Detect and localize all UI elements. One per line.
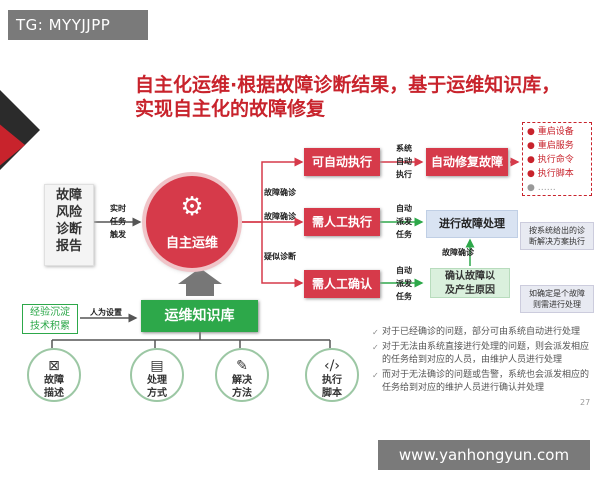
action-item: ● …… (527, 183, 556, 193)
note-solution: 按系统给出的诊断解决方案执行 (520, 222, 594, 250)
autonomous-ops-circle: ⚙ 自主运维 (146, 176, 238, 268)
fault-confirm-label: 故障确诊 (442, 248, 474, 257)
confirm-cause-box: 确认故障以 及产生原因 (430, 268, 510, 298)
branch-label-suspected: 疑似诊断 (264, 252, 296, 261)
manual-exec-box: 需人工执行 (304, 208, 380, 236)
bullet-item: 对于已经确诊的问题，部分可由系统自动进行处理 (372, 326, 594, 339)
resource-handling-method: ▤ 处理 方式 (130, 348, 184, 402)
page-title: 自主化运维·根据故障诊断结果，基于运维知识库， 实现自主化的故障修复 (135, 74, 561, 120)
page-number: 27 (580, 398, 591, 407)
resource-fault-desc: ⊠ 故障 描述 (27, 348, 81, 402)
experience-box: 经验沉淀 技术积累 (22, 304, 78, 334)
bullet-item: 对于无法由系统直接进行处理的问题，则会派发相应的任务给到对应的人员，由维护人员进… (372, 341, 594, 367)
realtime-trigger-label: 实时 任务 触发 (110, 204, 126, 239)
auto-exec-side-label: 系统自动执行 (396, 144, 412, 179)
manual-exec-side-label: 自动派发任务 (396, 204, 412, 239)
bullet-item: 而对于无法确诊的问题或告警，系统也会派发相应的任务给到对应的维护人员进行确认并处… (372, 369, 594, 395)
action-item: ● 重启服务 (527, 141, 574, 151)
fault-icon: ⊠ (48, 358, 60, 374)
branch-label-confirmed-2: 故障确诊 (264, 212, 296, 221)
watermark-bottom: www.yanhongyun.com (378, 440, 590, 470)
watermark-top: TG: MYYJJPP (8, 10, 148, 40)
action-item: ● 执行脚本 (527, 169, 574, 179)
gear-wrench-icon: ⚙ (180, 192, 204, 222)
action-list: ● 重启设备 ● 重启服务 ● 执行命令 ● 执行脚本 ● …… (522, 122, 592, 196)
wrench-icon: ✎ (236, 358, 248, 374)
auto-exec-box: 可自动执行 (304, 148, 380, 176)
auto-fix-box: 自动修复故障 (426, 148, 508, 176)
code-icon: ‹/› (324, 358, 340, 374)
manual-confirm-side-label: 自动派发任务 (396, 266, 412, 301)
fault-handling-box: 进行故障处理 (426, 210, 518, 238)
resource-script: ‹/› 执行 脚本 (305, 348, 359, 402)
resource-solution: ✎ 解决 方法 (215, 348, 269, 402)
knowledge-base-box: 运维知识库 (141, 300, 258, 332)
action-item: ● 执行命令 (527, 155, 574, 165)
document-icon: ▤ (150, 358, 164, 374)
action-item: ● 重启设备 (527, 127, 574, 137)
risk-report-box: 故障 风险 诊断 报告 (44, 184, 94, 266)
explanation-bullets: 对于已经确诊的问题，部分可由系统自动进行处理 对于无法由系统直接进行处理的问题，… (372, 326, 594, 397)
decor-red-triangle (0, 100, 25, 190)
human-setting-label: 人为设置 (90, 308, 122, 317)
branch-label-confirmed-1: 故障确诊 (264, 188, 296, 197)
note-confirm: 如确定是个故障则需进行处理 (520, 285, 594, 313)
manual-confirm-box: 需人工确认 (304, 270, 380, 298)
